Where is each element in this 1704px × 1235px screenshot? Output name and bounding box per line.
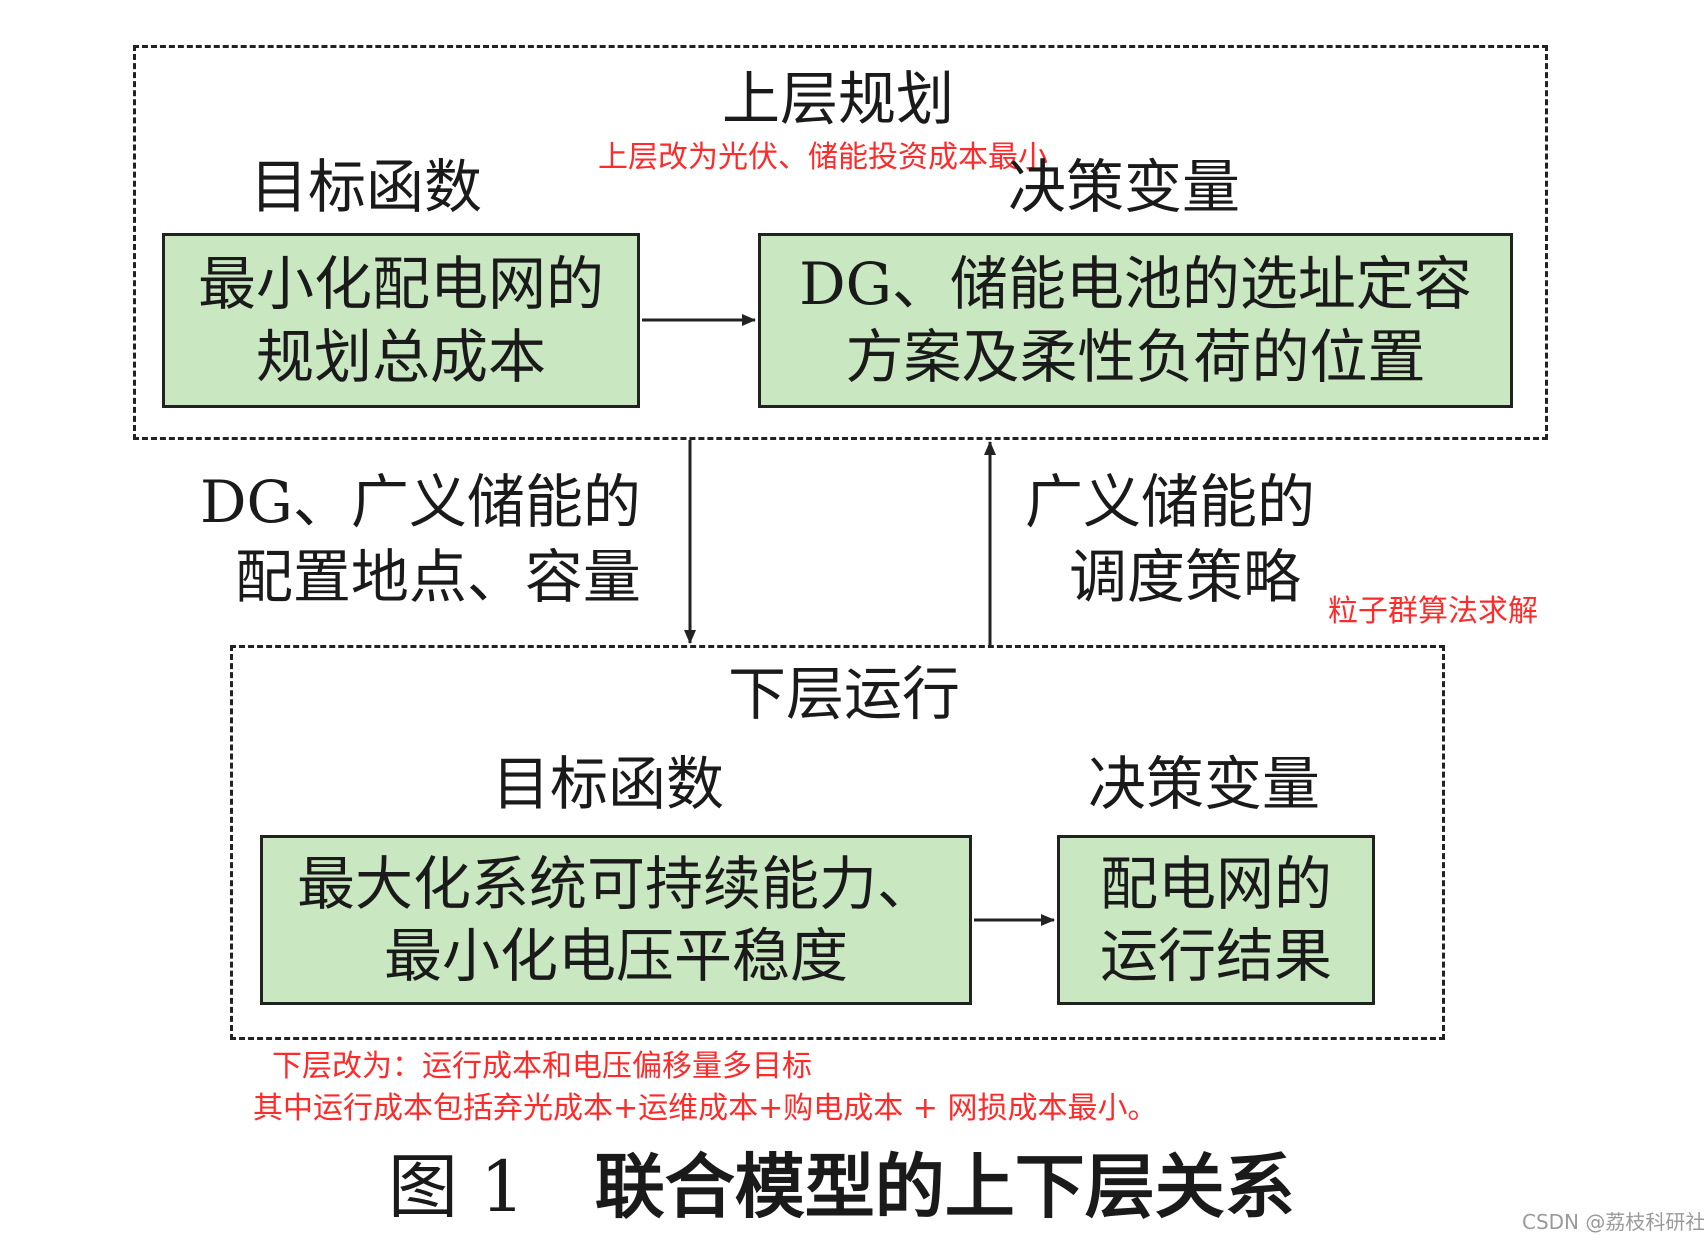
lower-operation-title: 下层运行: [728, 660, 961, 728]
down-flow-line-2: 配置地点、容量: [234, 543, 641, 612]
up-flow-text: 广义储能的 调度策略: [1025, 465, 1315, 616]
lower-decision-line-2: 运行结果: [1099, 922, 1332, 990]
upper-objective-line-2: 规划总成本: [255, 322, 546, 391]
lower-objective-box: 最大化系统可持续能力、 最小化电压平稳度: [260, 835, 972, 1005]
lower-annotation-line-1: 下层改为：运行成本和电压偏移量多目标: [272, 1049, 812, 1084]
upper-decision-label: 决策变量: [1008, 153, 1241, 221]
down-flow-line-1: DG、广义储能的: [200, 468, 641, 536]
upper-objective-line-1: 最小化配电网的: [197, 250, 604, 318]
upper-decision-box: DG、储能电池的选址定容 方案及柔性负荷的位置: [758, 233, 1513, 408]
lower-objective-line-1: 最大化系统可持续能力、: [296, 849, 935, 918]
lower-objective-line-2: 最小化电压平稳度: [383, 922, 848, 990]
figure-number: 图 1: [388, 1146, 525, 1228]
up-flow-line-1: 广义储能的: [1025, 468, 1316, 536]
up-flow-line-2: 调度策略: [1069, 543, 1302, 612]
down-flow-text: DG、广义储能的 配置地点、容量: [200, 465, 641, 616]
lower-decision-label: 决策变量: [1088, 750, 1321, 818]
lower-objective-label: 目标函数: [492, 750, 725, 818]
lower-operation-frame: [230, 645, 1445, 1040]
solver-annotation: 粒子群算法求解: [1328, 594, 1538, 629]
lower-decision-line-1: 配电网的: [1099, 849, 1332, 918]
upper-objective-box: 最小化配电网的 规划总成本: [162, 233, 640, 408]
upper-decision-line-1: DG、储能电池的选址定容: [799, 250, 1472, 318]
figure-title: 联合模型的上下层关系: [594, 1145, 1295, 1228]
watermark: CSDN @荔枝科研社: [1522, 1210, 1704, 1234]
upper-annotation: 上层改为光伏、储能投资成本最小: [598, 140, 1048, 175]
upper-objective-label: 目标函数: [250, 153, 483, 221]
upper-decision-line-2: 方案及柔性负荷的位置: [845, 322, 1426, 391]
upper-planning-title: 上层规划: [722, 65, 955, 133]
lower-annotation-line-2: 其中运行成本包括弃光成本+运维成本+购电成本 + 网损成本最小。: [253, 1091, 1158, 1126]
lower-decision-box: 配电网的 运行结果: [1057, 835, 1375, 1005]
upper-planning-frame: [133, 45, 1548, 440]
